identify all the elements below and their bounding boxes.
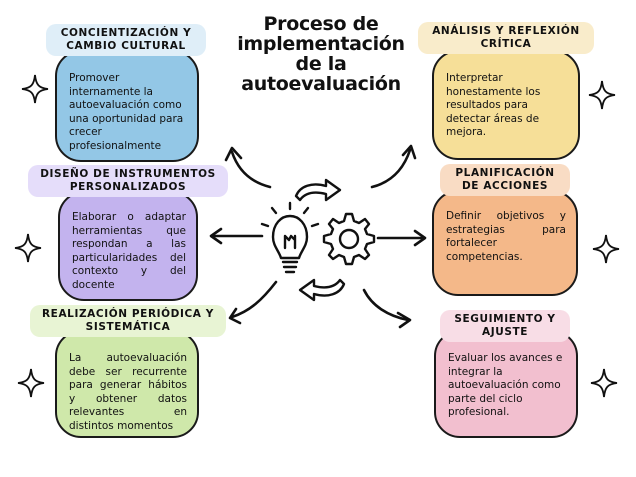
card-seguimiento: Evaluar los avances e integrar la autoev… xyxy=(434,330,578,438)
card-analisis: Interpretar honestamente los resultados … xyxy=(432,50,580,160)
card-planificacion: Definir objetivos y estrategias para for… xyxy=(432,190,578,296)
card-body: Elaborar o adaptar herramientas que resp… xyxy=(72,211,186,291)
heading-diseno: DISEÑO DE INSTRUMENTOS PERSONALIZADOS xyxy=(28,165,228,197)
sparkle-icon xyxy=(592,234,620,264)
sparkle-icon xyxy=(588,80,616,110)
sparkle-icon xyxy=(590,368,618,398)
heading-realizacion: REALIZACIÓN PERIÓDICA Y SISTEMÁTICA xyxy=(30,305,226,337)
arrow-to-seguimiento xyxy=(362,288,410,322)
card-body: La autoevaluación debe ser recurrente pa… xyxy=(69,352,187,432)
sparkle-icon xyxy=(14,233,42,263)
heading-analisis: ANÁLISIS Y REFLEXIÓN CRÍTICA xyxy=(418,22,594,54)
sparkle-icon xyxy=(21,74,49,104)
arrow-to-analisis xyxy=(370,148,412,189)
heading-planificacion: PLANIFICACIÓN DE ACCIONES xyxy=(440,164,570,196)
arrow-to-concientizacion xyxy=(230,150,272,189)
card-realizacion: La autoevaluación debe ser recurrente pa… xyxy=(55,330,199,438)
card-body: Interpretar honestamente los resultados … xyxy=(446,72,541,138)
heading-seguimiento: SEGUIMIENTO Y AJUSTE xyxy=(440,310,570,342)
gear-icon xyxy=(322,212,376,266)
card-body: Definir objetivos y estrategias para for… xyxy=(446,210,566,263)
card-body: Promover internamente la autoevaluación … xyxy=(69,72,184,152)
arrow-to-realizacion xyxy=(230,280,278,319)
heading-concientizacion: CONCIENTIZACIÓN Y CAMBIO CULTURAL xyxy=(46,24,206,56)
card-diseno: Elaborar o adaptar herramientas que resp… xyxy=(58,191,198,301)
sparkle-icon xyxy=(17,368,45,398)
card-concientizacion: Promover internamente la autoevaluación … xyxy=(55,50,199,162)
cycle-arrow-icon xyxy=(294,178,346,302)
diagram-title: Proceso de implementación de la autoeval… xyxy=(237,13,405,95)
lightbulb-icon xyxy=(260,201,320,274)
card-body: Evaluar los avances e integrar la autoev… xyxy=(448,352,563,418)
